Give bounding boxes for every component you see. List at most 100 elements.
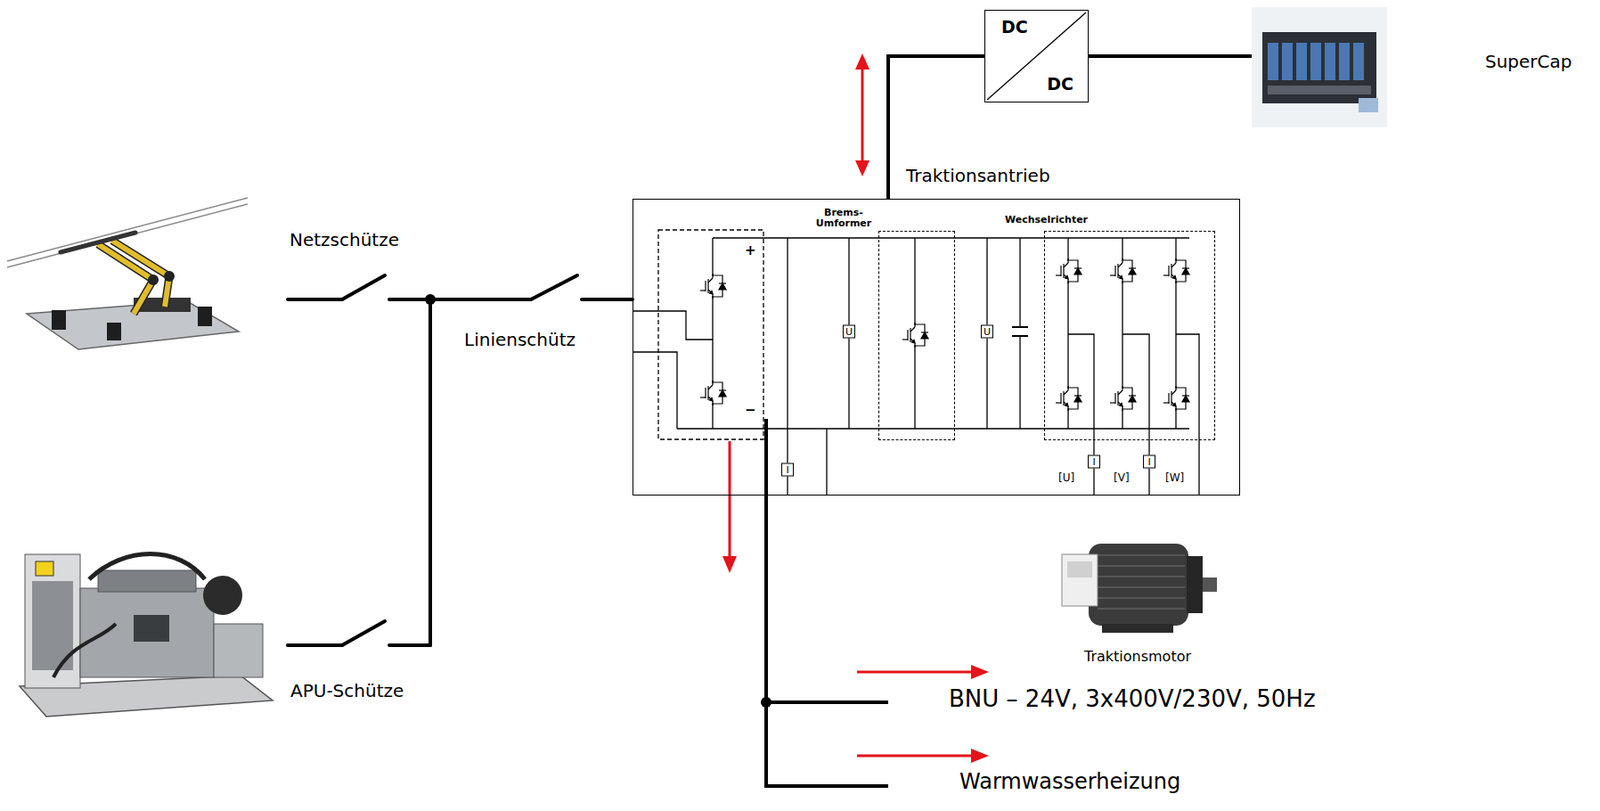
motor-picture <box>1049 523 1226 642</box>
dc-link-circuit <box>658 229 764 440</box>
dc-link-circuit <box>677 427 1190 429</box>
supercap-picture <box>1267 85 1372 95</box>
power-flow-arrows <box>855 53 870 70</box>
power-flow-arrows <box>971 664 989 679</box>
contactor-wiring <box>389 643 431 647</box>
pantograph-picture <box>147 274 159 286</box>
phase-label: [V] <box>1113 472 1130 485</box>
inverter-box: Wechselrichter <box>1044 230 1216 441</box>
contactor-wiring <box>287 643 343 647</box>
motor-picture <box>1097 575 1185 578</box>
supercap-picture <box>1281 42 1293 81</box>
motor-picture <box>1097 554 1185 556</box>
apu-picture <box>80 587 214 678</box>
dc-link-circuit <box>902 322 929 348</box>
contactor-wiring <box>581 297 633 302</box>
junction-dot <box>760 696 772 708</box>
dc-link-circuit <box>825 428 827 496</box>
dc-link-circuit <box>786 237 788 496</box>
dc-link-circuit <box>1122 334 1150 496</box>
pantograph-picture <box>112 240 170 307</box>
motor-picture <box>1202 577 1217 592</box>
motor-picture <box>1097 564 1185 567</box>
node-title: SuperCap <box>1485 51 1573 73</box>
apu-picture <box>89 554 205 580</box>
dc-link-circuit <box>1055 385 1082 411</box>
pantograph-picture <box>163 270 175 282</box>
supercap-picture <box>1353 42 1364 81</box>
supercap-picture <box>1262 32 1377 104</box>
contactor-wiring <box>530 275 578 300</box>
contactor-wiring <box>342 275 385 300</box>
supercap-picture <box>1267 42 1279 81</box>
terminal-sign: − <box>744 402 757 418</box>
apu-picture <box>203 575 243 615</box>
pantograph-picture <box>106 322 122 341</box>
supercap-picture <box>1251 7 1388 128</box>
power-flow-arrows <box>857 754 973 758</box>
supercap-picture <box>1251 7 1388 128</box>
dc-link-circuit <box>1012 334 1029 337</box>
pantograph-picture <box>51 310 66 330</box>
supercap-picture <box>1338 42 1350 81</box>
power-flow-arrows <box>971 748 989 763</box>
auxiliary-bus <box>766 700 889 704</box>
pantograph-picture <box>112 240 170 307</box>
dc-link-circuit <box>712 236 1190 238</box>
motor-picture <box>1186 555 1203 613</box>
converter-box: DCDC <box>984 9 1089 103</box>
contactor-wiring <box>342 620 385 645</box>
traction-motor: Traktionsmotor <box>1049 523 1226 669</box>
power-line <box>1088 54 1252 58</box>
auxiliary-bus <box>766 418 889 786</box>
phase-label: [W] <box>1165 472 1184 485</box>
contactor-wiring <box>287 275 633 645</box>
load-label: BNU – 24V, 3x400V/230V, 50Hz <box>948 685 1316 713</box>
apu-picture <box>97 570 196 592</box>
apu-picture <box>133 614 170 642</box>
motor-picture <box>1097 586 1185 588</box>
junction-dot <box>424 293 436 305</box>
auxiliary-bus <box>766 418 889 786</box>
motor-picture <box>1097 596 1185 599</box>
dc-link-circuit <box>633 229 1200 496</box>
dc-link-circuit <box>633 310 713 340</box>
apu-picture <box>53 623 116 678</box>
power-flow-arrows <box>722 555 737 573</box>
pantograph-picture <box>197 306 213 327</box>
motor-picture <box>1088 543 1189 626</box>
power-flow-arrows <box>861 67 865 163</box>
dc-link-circuit <box>633 351 678 429</box>
dc-link-circuit <box>1175 334 1200 496</box>
dc-link-circuit <box>1110 258 1136 284</box>
sensor-symbol: I <box>1142 455 1156 469</box>
dc-link-circuit <box>700 380 727 406</box>
supercap-module: SuperCap <box>1251 7 1586 128</box>
sensor-symbol: I <box>781 463 794 477</box>
pantograph-picture <box>7 204 248 268</box>
apu-picture <box>24 554 81 688</box>
power-flow-arrows <box>722 53 989 763</box>
apu-picture <box>35 561 54 576</box>
motor-picture <box>1067 561 1093 578</box>
power-flow-arrows <box>857 670 973 674</box>
node-title: Brems- Umformer <box>811 207 876 229</box>
pantograph-picture <box>97 244 154 314</box>
switch-label: APU-Schütze <box>290 680 404 702</box>
node-text: DC <box>1046 74 1074 95</box>
dc-link-circuit <box>1012 326 1029 328</box>
supercap-picture <box>1358 97 1379 113</box>
node-title: Wechselrichter <box>1004 214 1088 227</box>
motor-picture <box>1097 607 1185 610</box>
switch-label: Netzschütze <box>289 229 400 251</box>
sensor-symbol: I <box>1087 455 1101 469</box>
switch-label: Linienschütz <box>464 329 576 351</box>
pantograph-picture <box>60 232 136 253</box>
power-flow-arrows <box>728 440 732 558</box>
node-title: Traktionsmotor <box>1049 648 1226 665</box>
supercap-picture <box>1310 42 1322 81</box>
converter-diagonal <box>987 12 1086 100</box>
motor-picture <box>1097 555 1185 609</box>
motor-picture <box>1061 554 1098 606</box>
sensor-symbol: U <box>842 325 856 339</box>
